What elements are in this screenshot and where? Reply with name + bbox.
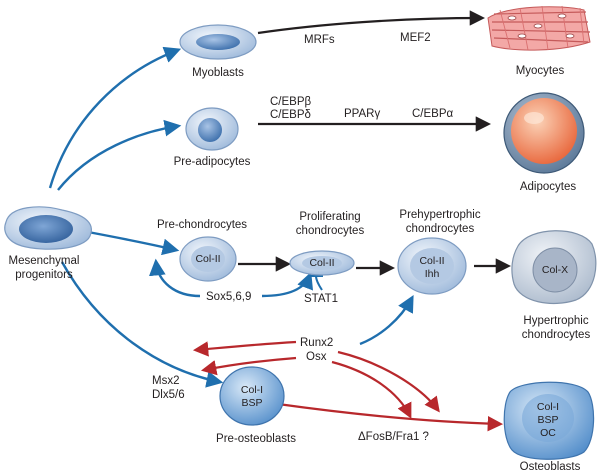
arrow-sox-to-pre-chondrocytes xyxy=(148,258,201,298)
arrow-to-pre-chondrocytes xyxy=(87,230,180,256)
factor-mrfs: MRFs xyxy=(304,34,335,46)
arrow-osx-left xyxy=(200,356,297,376)
pre-chondrocyte-cell xyxy=(179,236,237,282)
arrow-to-myoblasts xyxy=(48,46,182,189)
factor-ppar-gamma: PPARγ xyxy=(344,108,381,120)
arrow-runx2-to-fosb xyxy=(337,350,440,413)
marker-col2-prehypertrophic: Col-II xyxy=(419,255,445,267)
osteoblast-cell xyxy=(503,381,595,460)
label-myoblasts: Myoblasts xyxy=(192,67,244,79)
label-adipocytes: Adipocytes xyxy=(519,181,577,193)
label-hypertrophic-chondrocytes: Hypertrophic chondrocytes xyxy=(522,314,590,342)
marker-ihh: Ihh xyxy=(424,268,440,280)
arrow-runx2-to-prehypertrophic xyxy=(359,295,414,346)
factor-osx: Osx xyxy=(306,351,327,363)
label-pre-osteoblasts: Pre-osteoblasts xyxy=(216,433,296,445)
marker-oc-osteoblast: OC xyxy=(540,427,556,439)
label-mesenchymal-line2: progenitors xyxy=(15,269,73,281)
label-mesenchymal-progenitors: Mesenchymal progenitors xyxy=(9,254,80,282)
arrow-to-pre-osteoblasts xyxy=(60,261,224,388)
label-proliferating-line2: chondrocytes xyxy=(295,225,365,237)
marker-col1-osteoblast: Col-I xyxy=(536,401,560,413)
label-prehypertrophic-line2: chondrocytes xyxy=(405,223,475,235)
marker-col2-prechondrocyte: Col-II xyxy=(195,253,221,265)
myoblast-cell xyxy=(179,24,257,60)
black-arrows xyxy=(238,10,512,276)
label-pre-chondrocytes: Pre-chondrocytes xyxy=(156,219,248,231)
marker-col2-proliferating: Col-II xyxy=(309,257,335,269)
label-mesenchymal-line1: Mesenchymal xyxy=(8,255,80,267)
label-hypertrophic-line2: chondrocytes xyxy=(521,329,591,341)
label-hypertrophic-line1: Hypertrophic xyxy=(523,315,589,327)
marker-bsp-osteoblast: BSP xyxy=(537,414,559,426)
arrow-runx2-left xyxy=(192,340,297,357)
label-proliferating-line1: Proliferating xyxy=(299,211,361,223)
marker-col1-preosteoblast: Col-I xyxy=(240,384,264,396)
marker-colx: Col-X xyxy=(541,264,569,276)
hypertrophic-chondrocyte-cell xyxy=(511,230,597,305)
adipocyte-cell xyxy=(503,92,585,174)
arrow-myoblast-to-myocyte xyxy=(257,10,486,35)
factor-dlx: Dlx5/6 xyxy=(152,389,185,401)
factor-msx2: Msx2 xyxy=(152,375,180,387)
marker-bsp-preosteoblast: BSP xyxy=(241,397,263,409)
prehypertrophic-chondrocyte-cell xyxy=(397,237,467,295)
mesenchymal-progenitor-cell xyxy=(4,206,92,250)
arrow-preosteo-to-osteoblast xyxy=(277,402,504,432)
factor-mef2: MEF2 xyxy=(400,32,431,44)
label-myocytes: Myocytes xyxy=(515,65,565,77)
factor-cebp-delta: C/EBPδ xyxy=(270,109,311,121)
factor-sox: Sox5,6,9 xyxy=(206,291,252,303)
factor-fosb-fra1: ΔFosB/Fra1 ? xyxy=(358,431,429,443)
stat1-inhibition xyxy=(309,275,323,291)
red-arrows xyxy=(192,340,504,432)
arrow-osx-to-fosb xyxy=(331,360,412,419)
factor-stat1: STAT1 xyxy=(304,293,339,305)
factor-runx2: Runx2 xyxy=(300,337,334,349)
factor-cebp-beta: C/EBPβ xyxy=(270,96,312,108)
pre-osteoblast-cell xyxy=(219,366,285,426)
blue-arrows xyxy=(48,46,414,388)
arrow-to-pre-adipocytes xyxy=(57,119,182,191)
arrow-sox-to-proliferating xyxy=(261,271,314,298)
label-proliferating-chondrocytes: Proliferating chondrocytes xyxy=(296,210,364,238)
factor-cebp-alpha: C/EBPα xyxy=(412,108,454,120)
label-osteoblasts: Osteoblasts xyxy=(519,461,581,473)
label-pre-adipocytes: Pre-adipocytes xyxy=(173,156,251,168)
label-prehypertrophic-chondrocytes: Prehypertrophic chondrocytes xyxy=(399,208,480,236)
label-prehypertrophic-line1: Prehypertrophic xyxy=(399,209,481,221)
pre-adipocyte-cell xyxy=(185,107,239,151)
proliferating-chondrocyte-cell xyxy=(289,250,355,276)
myocyte-bundle xyxy=(487,5,591,51)
